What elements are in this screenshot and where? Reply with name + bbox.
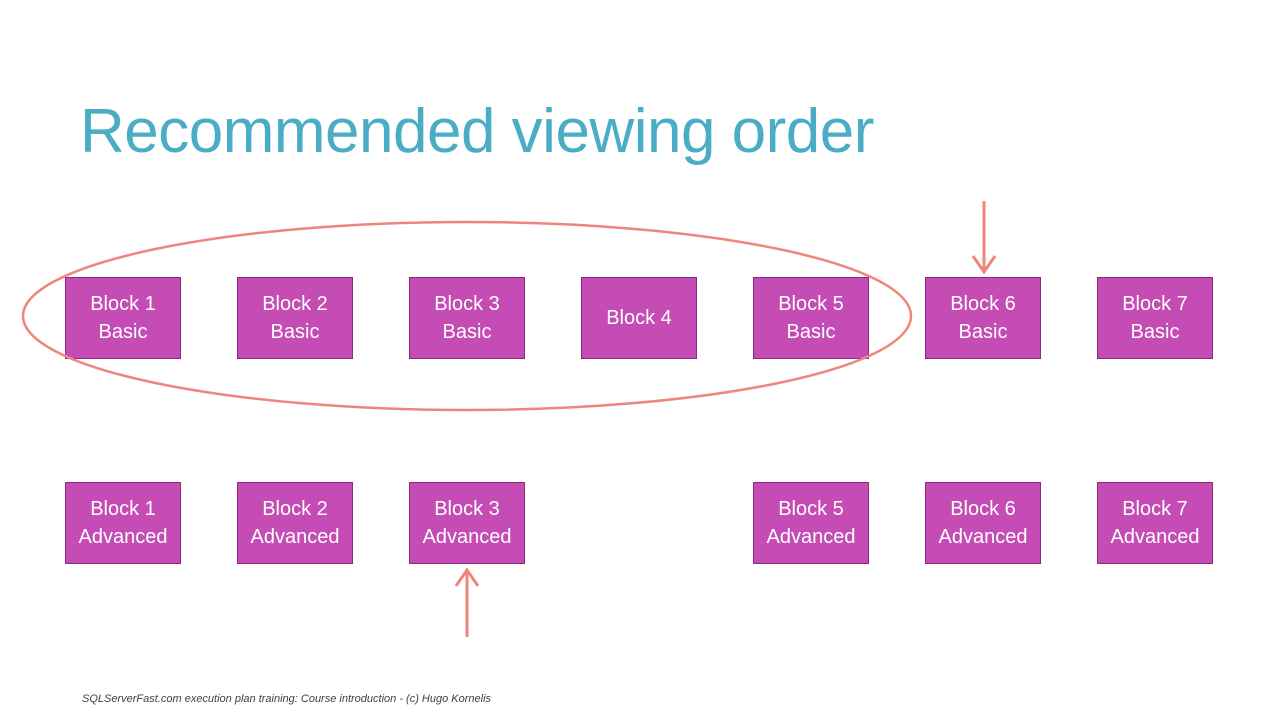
block-label: Block 2	[262, 498, 328, 520]
slide-title: Recommended viewing order	[80, 97, 874, 166]
block-5-basic: Block 5 Basic	[753, 277, 869, 359]
block-sublabel: Advanced	[1110, 526, 1200, 548]
block-2-basic: Block 2 Basic	[237, 277, 353, 359]
block-sublabel: Advanced	[250, 526, 340, 548]
block-sublabel: Advanced	[78, 526, 168, 548]
block-label: Block 3	[434, 498, 500, 520]
block-label: Block 4	[606, 307, 672, 329]
block-sublabel: Advanced	[938, 526, 1028, 548]
block-3-basic: Block 3 Basic	[409, 277, 525, 359]
block-label: Block 6	[950, 498, 1016, 520]
block-7-advanced: Block 7 Advanced	[1097, 482, 1213, 564]
block-sublabel: Basic	[442, 321, 492, 343]
block-label: Block 3	[434, 293, 500, 315]
arrow-down-block-6	[971, 201, 997, 275]
block-5-advanced: Block 5 Advanced	[753, 482, 869, 564]
slide-footer: SQLServerFast.com execution plan trainin…	[82, 693, 492, 705]
block-label: Block 6	[950, 293, 1016, 315]
block-1-basic: Block 1 Basic	[65, 277, 181, 359]
block-sublabel: Advanced	[766, 526, 856, 548]
block-7-basic: Block 7 Basic	[1097, 277, 1213, 359]
block-1-advanced: Block 1 Advanced	[65, 482, 181, 564]
block-label: Block 5	[778, 498, 844, 520]
block-sublabel: Basic	[1130, 321, 1180, 343]
block-label: Block 1	[90, 293, 156, 315]
block-2-advanced: Block 2 Advanced	[237, 482, 353, 564]
block-4: Block 4	[581, 277, 697, 359]
block-label: Block 2	[262, 293, 328, 315]
block-sublabel: Basic	[270, 321, 320, 343]
block-label: Block 7	[1122, 498, 1188, 520]
block-3-advanced: Block 3 Advanced	[409, 482, 525, 564]
block-sublabel: Basic	[98, 321, 148, 343]
block-sublabel: Basic	[958, 321, 1008, 343]
block-sublabel: Basic	[786, 321, 836, 343]
block-label: Block 7	[1122, 293, 1188, 315]
block-6-basic: Block 6 Basic	[925, 277, 1041, 359]
block-label: Block 5	[778, 293, 844, 315]
block-sublabel: Advanced	[422, 526, 512, 548]
arrow-up-block-3-advanced	[454, 567, 480, 637]
block-6-advanced: Block 6 Advanced	[925, 482, 1041, 564]
block-label: Block 1	[90, 498, 156, 520]
